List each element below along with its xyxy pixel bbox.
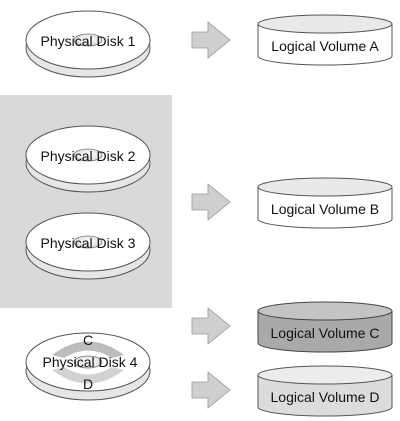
logical-volume-a-label: Logical Volume A xyxy=(271,38,379,54)
arrow-d xyxy=(191,371,231,409)
physical-disk-1-label: Physical Disk 1 xyxy=(41,33,136,49)
physical-disk-4: C Physical Disk 4 D xyxy=(25,332,151,401)
partition-d-label: D xyxy=(83,376,93,392)
physical-disk-3-label: Physical Disk 3 xyxy=(41,235,136,251)
arrow-a xyxy=(191,21,231,59)
partition-c-band xyxy=(52,341,124,358)
arrow-right-icon xyxy=(191,183,231,221)
physical-disk-2: Physical Disk 2 xyxy=(25,125,151,193)
logical-volume-d-label: Logical Volume D xyxy=(271,389,380,405)
partition-c-label: C xyxy=(83,332,93,348)
physical-disk-4-label: Physical Disk 4 xyxy=(43,354,138,370)
logical-volume-c-label: Logical Volume C xyxy=(271,325,380,341)
physical-disk-3: Physical Disk 3 xyxy=(25,212,151,280)
logical-volume-d: Logical Volume D xyxy=(257,365,393,417)
logical-volume-c: Logical Volume C xyxy=(257,301,393,353)
logical-volume-b: Logical Volume B xyxy=(257,177,393,229)
arrow-b xyxy=(191,183,231,221)
physical-disk-1: Physical Disk 1 xyxy=(25,10,151,78)
partition-d-band xyxy=(52,367,124,384)
arrow-right-icon xyxy=(191,371,231,409)
arrow-c xyxy=(191,307,231,345)
logical-volume-a: Logical Volume A xyxy=(257,14,393,66)
arrow-right-icon xyxy=(191,21,231,59)
logical-volume-b-label: Logical Volume B xyxy=(271,201,379,217)
physical-disk-2-label: Physical Disk 2 xyxy=(41,148,136,164)
arrow-right-icon xyxy=(191,307,231,345)
